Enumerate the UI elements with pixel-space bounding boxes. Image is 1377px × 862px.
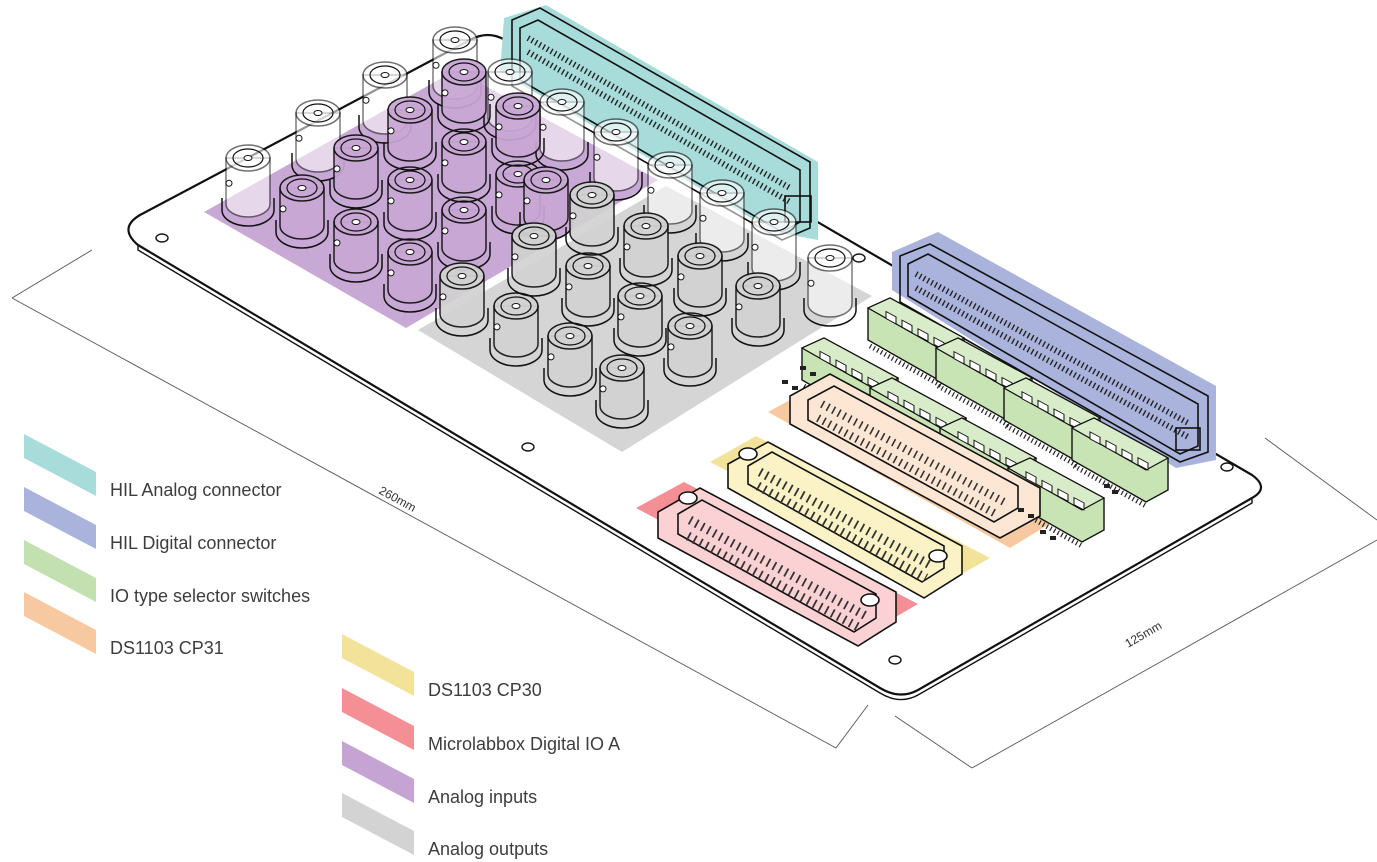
dimension-width-label: 125mm [1123, 618, 1165, 650]
bnc-connector [613, 282, 667, 357]
legend-label-io-switches: IO type selector switches [110, 586, 311, 606]
smd-components [782, 366, 1118, 540]
bnc-connector [663, 312, 717, 387]
io-switch-block [1070, 417, 1170, 509]
legend-swatch-hil-digital [24, 487, 96, 549]
bnc-connector [803, 244, 857, 327]
bnc-connector [435, 262, 489, 337]
bnc-connector [383, 166, 437, 241]
legend-label-analog-in: Analog inputs [428, 787, 538, 807]
dimension-width [894, 437, 1377, 769]
mounting-holes [155, 233, 1234, 665]
dsub-cp30 [727, 441, 963, 599]
bnc-connector [221, 144, 275, 227]
bnc-connector [358, 61, 412, 144]
legend-swatch-io-switches [24, 540, 96, 602]
legend-label-digital-io-a: Microlabbox Digital IO A [428, 734, 621, 754]
legend-label-hil-analog: HIL Analog connector [110, 480, 282, 500]
bnc-connector [595, 354, 649, 429]
legend-swatch-hil-analog [24, 434, 96, 496]
bnc-connector [561, 252, 615, 327]
bnc-connector [437, 128, 491, 203]
bnc-connector [489, 292, 543, 367]
legend-label-cp30: DS1103 CP30 [428, 680, 542, 700]
hil-analog-connector [511, 7, 812, 241]
legend-swatches [24, 434, 414, 855]
bnc-connector [383, 238, 437, 313]
bnc-connector [491, 92, 545, 167]
legend-label-analog-out: Analog outputs [428, 839, 549, 859]
bnc-connector [673, 242, 727, 317]
dsub-digital-io-a [657, 487, 897, 647]
legend-label-hil-digital: HIL Digital connector [110, 533, 277, 553]
bnc-connector [329, 134, 383, 209]
legend-swatch-analog-out [342, 793, 414, 855]
legend-swatch-cp30 [342, 634, 414, 696]
bnc-connector [383, 96, 437, 171]
bnc-connector [329, 208, 383, 283]
bnc-connector [565, 181, 619, 256]
bnc-connector [275, 174, 329, 249]
bnc-connector [437, 58, 491, 133]
bnc-connectors [221, 26, 857, 429]
dimension-length [11, 249, 869, 749]
region-hil-digital [892, 232, 1216, 468]
bnc-connector [543, 322, 597, 397]
bnc-connector [437, 196, 491, 271]
legend-swatch-digital-io-a [342, 688, 414, 750]
bnc-connector [507, 222, 561, 297]
bnc-connector [291, 99, 345, 182]
dimension-length-label: 260mm [377, 483, 419, 514]
bnc-connector [535, 88, 589, 171]
bnc-connector [731, 272, 785, 347]
bnc-connector [619, 212, 673, 287]
bnc-connector [589, 118, 643, 201]
region-hil-analog [500, 5, 818, 240]
legend-swatch-analog-in [342, 741, 414, 803]
legend-swatch-cp31 [24, 592, 96, 654]
hil-digital-connector [899, 243, 1209, 463]
legend-label-cp31: DS1103 CP31 [110, 638, 224, 658]
